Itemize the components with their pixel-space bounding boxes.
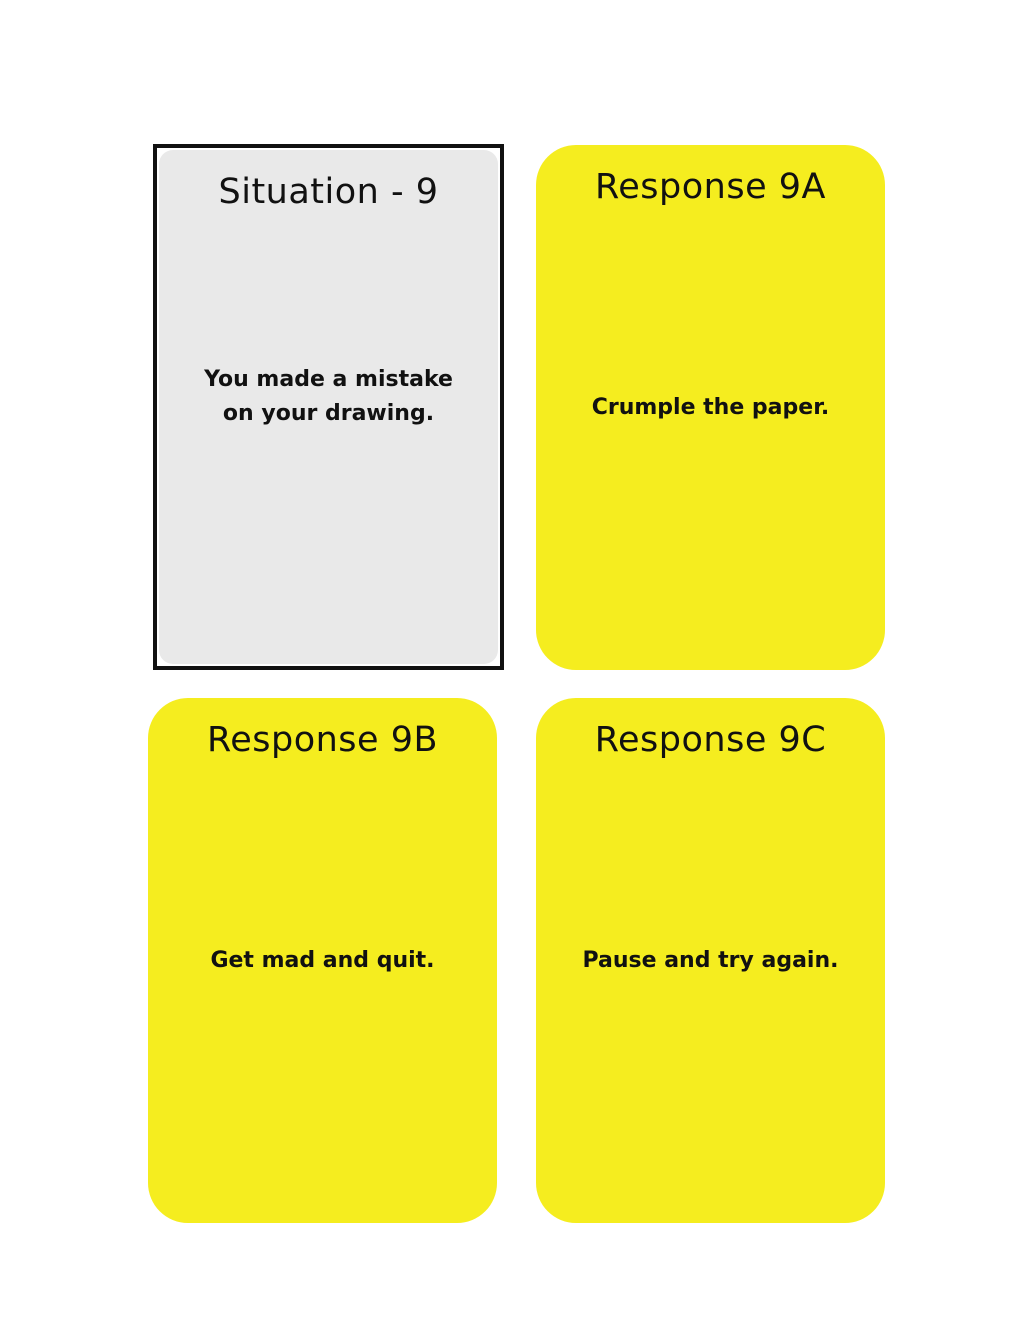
situation-card-title: Situation - 9	[218, 172, 439, 212]
response-card-9c-text: Pause and try again.	[582, 947, 839, 973]
response-card-9c: Response 9C Pause and try again.	[536, 698, 885, 1223]
response-card-9a: Response 9A Crumple the paper.	[536, 145, 885, 670]
situation-card-text: You made a mistake on your drawing.	[204, 367, 453, 426]
response-card-9a-text: Crumple the paper.	[591, 394, 830, 420]
response-card-9b-text: Get mad and quit.	[210, 947, 435, 973]
response-card-9b-title: Response 9B	[206, 720, 438, 760]
situation-card-frame: Situation - 9 You made a mistake on your…	[153, 144, 504, 670]
response-card-9c-title: Response 9C	[594, 720, 827, 760]
response-card-9a-title: Response 9A	[595, 167, 826, 207]
situation-card: Situation - 9 You made a mistake on your…	[159, 150, 498, 664]
response-card-9b: Response 9B Get mad and quit.	[148, 698, 497, 1223]
